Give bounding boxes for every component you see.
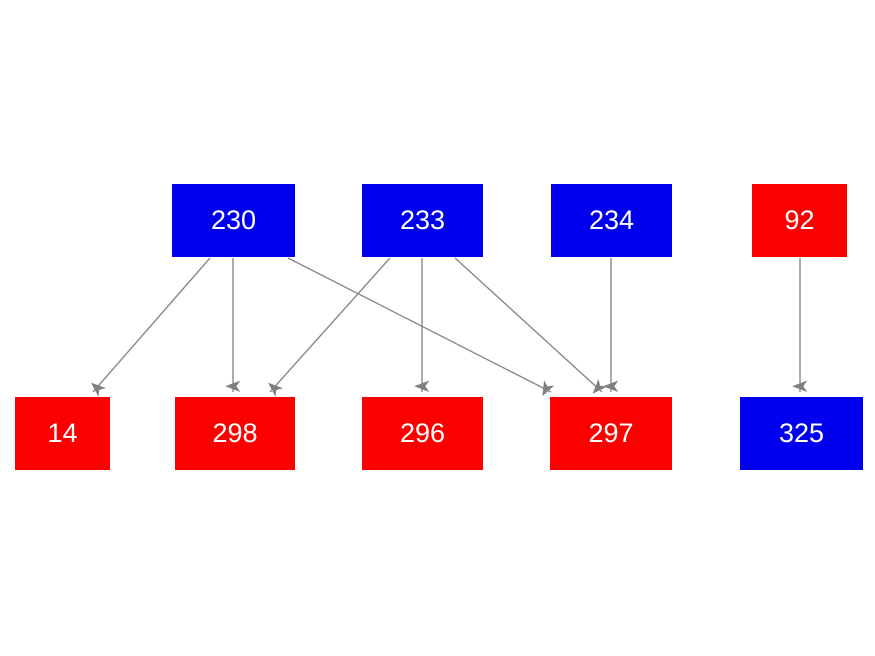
graph-node-label: 297 (588, 417, 634, 448)
graph-node-label: 233 (399, 204, 446, 235)
graph-node-298[interactable]: 298 (175, 397, 295, 470)
graph-node-230[interactable]: 230 (172, 184, 295, 257)
graph-node-label: 325 (778, 417, 825, 448)
graph-node-label: 234 (588, 204, 635, 235)
graph-edge-n230-to-n14 (90, 257, 211, 397)
graph-node-297[interactable]: 297 (550, 397, 672, 470)
graph-node-296[interactable]: 296 (362, 397, 483, 470)
graph-node-label: 298 (212, 417, 258, 448)
graph-node-234[interactable]: 234 (551, 184, 672, 257)
graph-node-label: 92 (784, 204, 815, 235)
graph-node-92[interactable]: 92 (752, 184, 847, 257)
graph-edge-n233-to-n298 (268, 257, 391, 397)
graph-node-label: 14 (47, 417, 78, 448)
edges-group (90, 257, 808, 397)
graph-node-label: 230 (210, 204, 257, 235)
graph-node-label: 296 (399, 417, 446, 448)
graph-node-14[interactable]: 14 (15, 397, 110, 470)
graph-node-325[interactable]: 325 (740, 397, 863, 470)
graph-edge-n230-to-n297 (287, 257, 555, 397)
graph-edge-n233-to-n297 (454, 257, 607, 394)
graph-node-233[interactable]: 233 (362, 184, 483, 257)
